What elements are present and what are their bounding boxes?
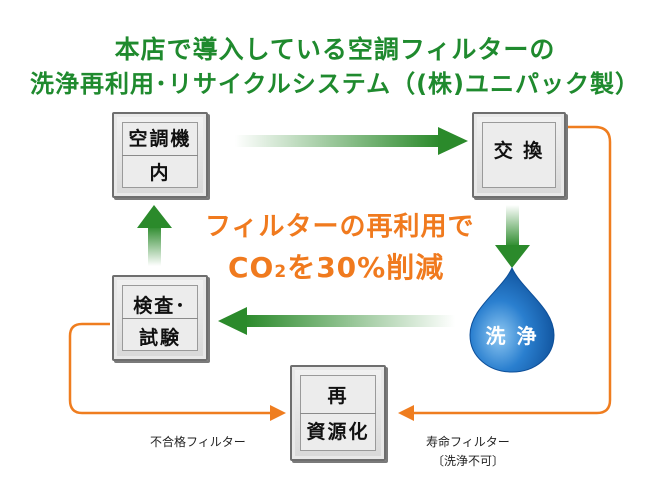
inspect-label-line2: 試験 [138,327,181,349]
recycle-label-line1: 再 [327,385,349,407]
arrow-to-exchange [235,127,468,155]
aircon-label-line2: 内 [149,162,171,184]
recycle-box: 再 資源化 [290,365,386,461]
wash-label: 洗 浄 [485,324,539,348]
exchange-label: 交 換 [493,140,545,162]
lifespan-filter-sub: 〔洗浄不可〕 [432,454,505,468]
orange-path-lifespan [398,125,612,421]
center-reduction: を30%削減 [287,251,445,284]
water-drop-icon [469,266,555,373]
diagram-title-line2: 洗浄再利用･リサイクルシステム（(株)ユニパック製） [29,70,641,98]
inspect-label-line1: 検査･ [133,295,187,317]
center-co: CO [228,251,275,284]
inspect-box: 検査･ 試験 [112,275,208,361]
orange-path-rejected [68,322,286,421]
diagram-title-line1: 本店で導入している空調フィルターの [114,35,556,64]
recycle-label-line2: 資源化 [306,421,370,443]
aircon-box: 空調機 内 [112,112,208,198]
rejected-filter-note: 不合格フィルター [150,435,246,449]
lifespan-filter-note: 寿命フィルター [426,435,510,449]
aircon-label-line1: 空調機 [128,128,192,150]
center-message-line2: CO2を30%削減 [228,246,444,286]
exchange-box: 交 換 [472,112,566,198]
center-co-sub: 2 [274,262,288,282]
arrow-to-wash [495,205,530,268]
arrow-to-aircon [137,205,172,266]
arrow-to-inspect [218,307,455,335]
center-message-line1: フィルターの再利用で [205,212,475,242]
